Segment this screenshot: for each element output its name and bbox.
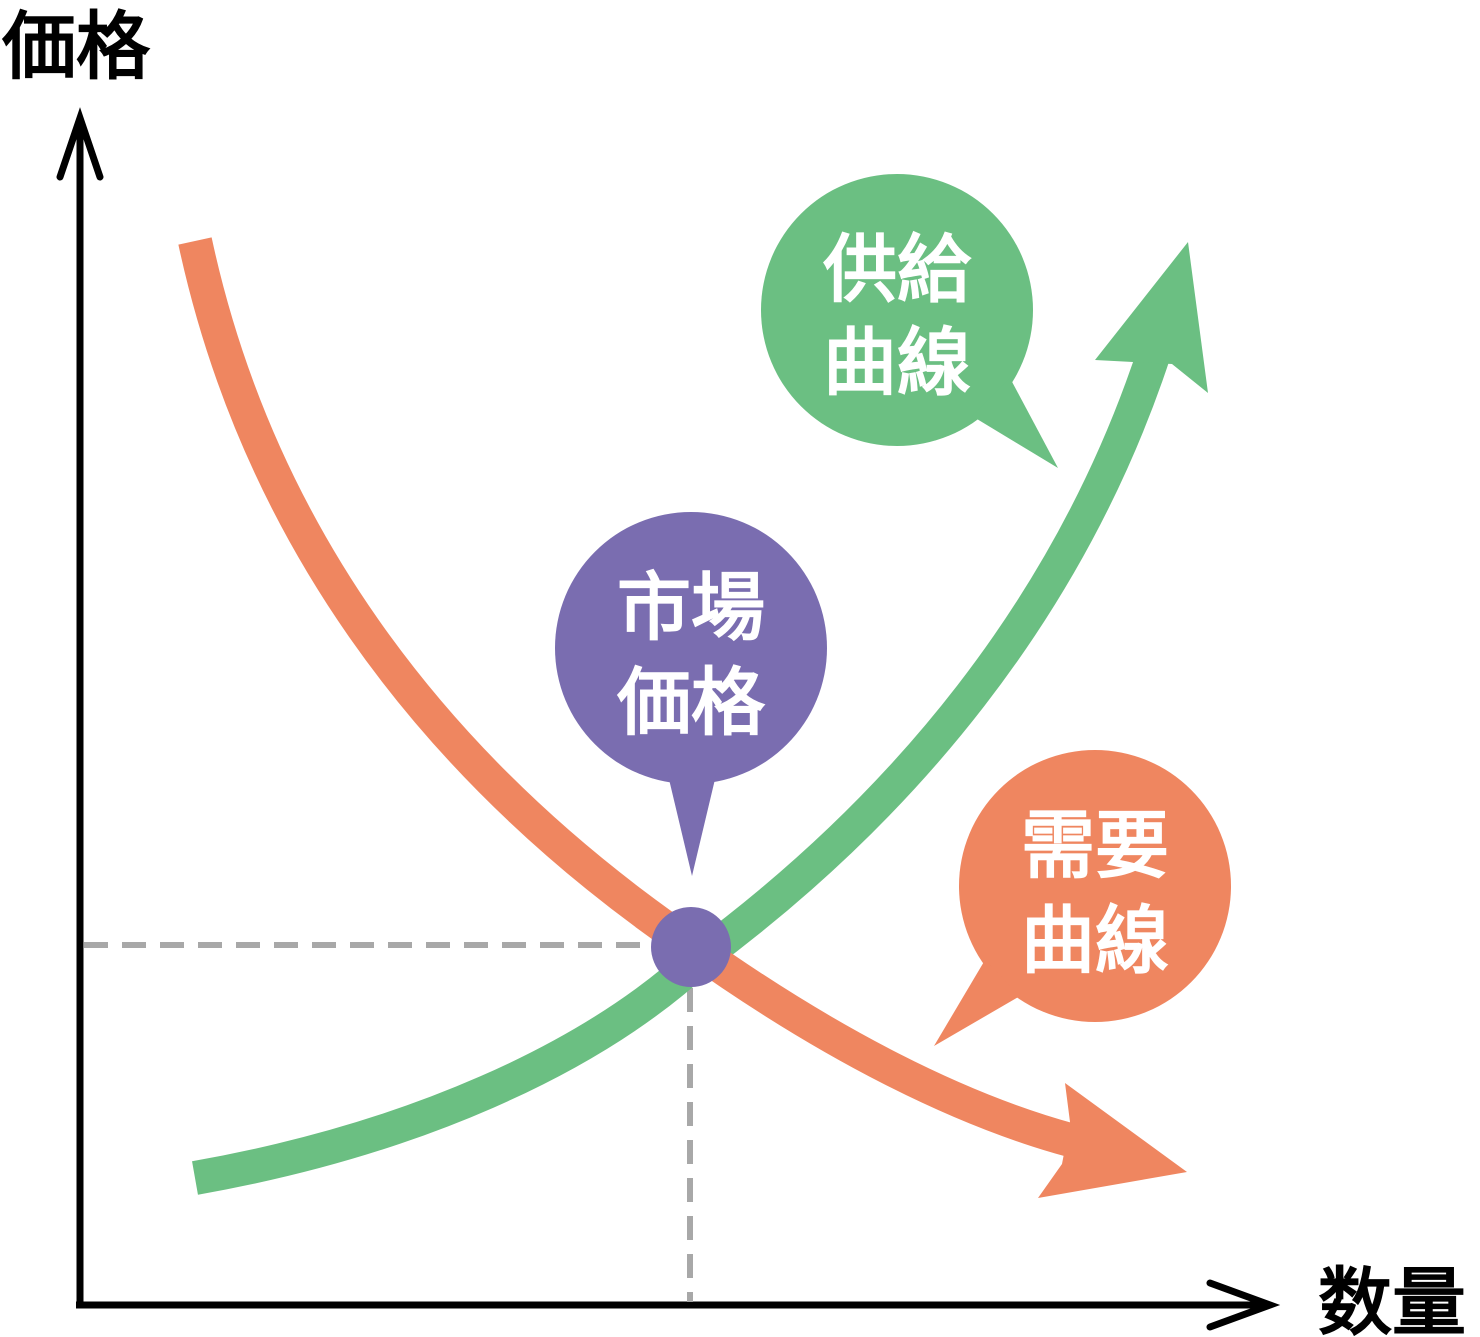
- supply-bubble-text-line2: 曲線: [823, 320, 971, 406]
- demand-curve: [178, 237, 1187, 1198]
- supply-curve-line: [192, 344, 1172, 1195]
- demand-bubble-circle: [959, 750, 1231, 1022]
- demand-bubble-text-line2: 曲線: [1021, 898, 1169, 984]
- demand-bubble-text-line1: 需要: [1021, 803, 1169, 889]
- supply-bubble-text-line1: 供給: [823, 227, 972, 313]
- market-price-bubble-text-line2: 価格: [616, 660, 766, 746]
- demand-curve-arrowhead: [1038, 1083, 1187, 1198]
- demand-bubble: 需要 曲線: [934, 750, 1231, 1046]
- supply-bubble-tail: [972, 378, 1058, 468]
- market-price-bubble-text-line1: 市場: [617, 565, 765, 651]
- x-axis-label: 数量: [1318, 1260, 1466, 1337]
- demand-bubble-tail: [934, 960, 1020, 1046]
- equilibrium-point: [651, 907, 731, 987]
- supply-bubble-circle: [761, 174, 1033, 446]
- market-price-bubble: 市場 価格: [555, 512, 827, 876]
- demand-curve-line: [178, 237, 1075, 1157]
- market-price-bubble-tail: [668, 775, 716, 876]
- market-price-bubble-circle: [555, 512, 827, 784]
- equilibrium-guides: [84, 942, 693, 1302]
- x-axis-arrowhead: [1206, 1279, 1281, 1331]
- y-axis-label: 価格: [1, 4, 151, 90]
- axes: [56, 107, 1281, 1331]
- y-axis-arrowhead: [56, 107, 104, 181]
- supply-curve: [192, 242, 1208, 1195]
- supply-curve-arrowhead: [1095, 242, 1208, 393]
- supply-bubble: 供給 曲線: [761, 174, 1058, 468]
